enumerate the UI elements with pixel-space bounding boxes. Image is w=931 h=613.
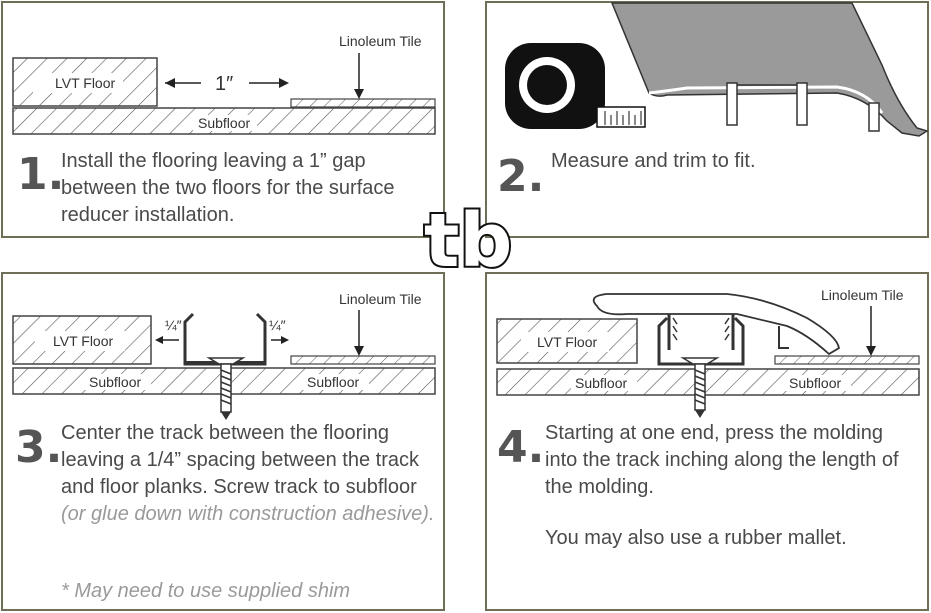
- step4-extra-text: You may also use a rubber mallet.: [545, 527, 847, 549]
- tb-logo: tb: [422, 196, 512, 280]
- subfloor-left-label: Subfloor: [575, 375, 627, 391]
- lvt-floor-label: LVT Floor: [537, 334, 598, 350]
- step4-diagram: LVT Floor Subfloor Subfloor Linoleum Til…: [496, 287, 920, 418]
- lvt-floor-label: LVT Floor: [55, 75, 116, 91]
- gap-label: 1″: [215, 73, 233, 95]
- linoleum-label: Linoleum Tile: [339, 33, 422, 49]
- step3-number: 3.: [15, 422, 63, 473]
- step2-text: Measure and trim to fit.: [551, 150, 756, 172]
- step2-number: 2.: [497, 151, 545, 202]
- subfloor: [496, 368, 920, 396]
- spacing-left-label: ¼″: [165, 317, 182, 333]
- step4-text: Starting at one end, press the molding i…: [545, 422, 899, 498]
- molding: [592, 293, 840, 356]
- step4-number: 4.: [497, 422, 545, 473]
- spacing-right-label: ¼″: [269, 317, 286, 333]
- screw-icon: [206, 357, 246, 420]
- step3-main-text: Center the track between the flooring le…: [61, 422, 419, 498]
- linoleum-tile: [290, 355, 436, 365]
- linoleum-tile: [774, 355, 920, 365]
- step1-diagram: LVT Floor Subfloor Linoleum Tile 1″: [12, 33, 436, 135]
- step3-text: Center the track between the flooring le…: [61, 420, 437, 528]
- step1-number: 1.: [17, 149, 65, 200]
- logo-text: tb: [424, 198, 512, 280]
- track-fingers: [726, 82, 880, 132]
- lvt-floor-label: LVT Floor: [53, 333, 114, 349]
- step3-note: (or glue down with construction adhesive…: [61, 503, 435, 525]
- screw-icon: [680, 357, 720, 418]
- linoleum-label: Linoleum Tile: [339, 291, 422, 307]
- step2-diagram: [505, 2, 929, 137]
- tape-measure-icon: [505, 43, 646, 129]
- subfloor-left-label: Subfloor: [89, 374, 141, 390]
- subfloor-right-label: Subfloor: [307, 374, 359, 390]
- step3-panel: LVT Floor Subfloor Subfloor Linoleum Til…: [1, 272, 445, 611]
- linoleum-label: Linoleum Tile: [821, 287, 904, 303]
- subfloor-label: Subfloor: [198, 115, 250, 131]
- track: [657, 316, 745, 366]
- step3-shim-note: * May need to use supplied shim: [61, 580, 351, 602]
- linoleum-tile: [290, 98, 436, 108]
- subfloor-right-label: Subfloor: [789, 375, 841, 391]
- step4-panel: LVT Floor Subfloor Subfloor Linoleum Til…: [485, 272, 929, 611]
- step1-panel: LVT Floor Subfloor Linoleum Tile 1″ 1. I…: [1, 1, 445, 238]
- step1-text: Install the flooring leaving a 1” gap be…: [61, 150, 395, 226]
- track: [183, 312, 267, 366]
- step2-panel: 2. Measure and trim to fit.: [485, 1, 929, 238]
- step3-diagram: LVT Floor Subfloor Subfloor Linoleum Til…: [12, 291, 436, 420]
